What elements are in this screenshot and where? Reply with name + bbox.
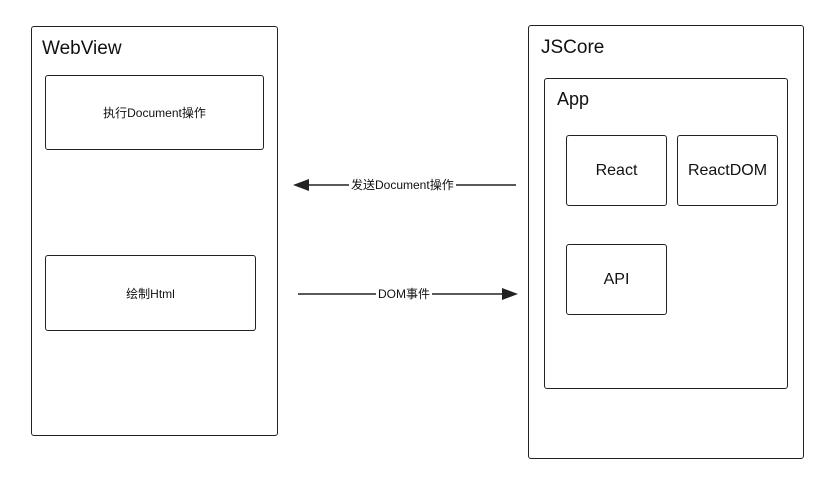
- step-draw-html: 绘制Html: [45, 255, 256, 331]
- arrowhead-to-webview: [293, 179, 309, 191]
- module-reactdom: ReactDOM: [677, 135, 778, 206]
- step-draw-html-label: 绘制Html: [126, 286, 175, 301]
- step-execute-document-label: 执行Document操作: [103, 106, 206, 120]
- app-title: App: [557, 89, 590, 109]
- webview-title: WebView: [42, 38, 122, 59]
- jscore-title: JSCore: [541, 37, 605, 58]
- step-execute-document: 执行Document操作: [45, 75, 264, 150]
- app-container: App: [544, 78, 788, 389]
- module-react: React: [566, 135, 667, 206]
- module-api-label: API: [603, 270, 630, 288]
- arrowhead-to-jscore: [502, 288, 518, 300]
- module-api: API: [566, 244, 667, 315]
- module-react-label: React: [595, 161, 638, 179]
- edge-label-send-document: 发送Document操作: [349, 178, 456, 192]
- edge-label-dom-event: DOM事件: [376, 287, 432, 301]
- module-reactdom-label: ReactDOM: [687, 161, 768, 179]
